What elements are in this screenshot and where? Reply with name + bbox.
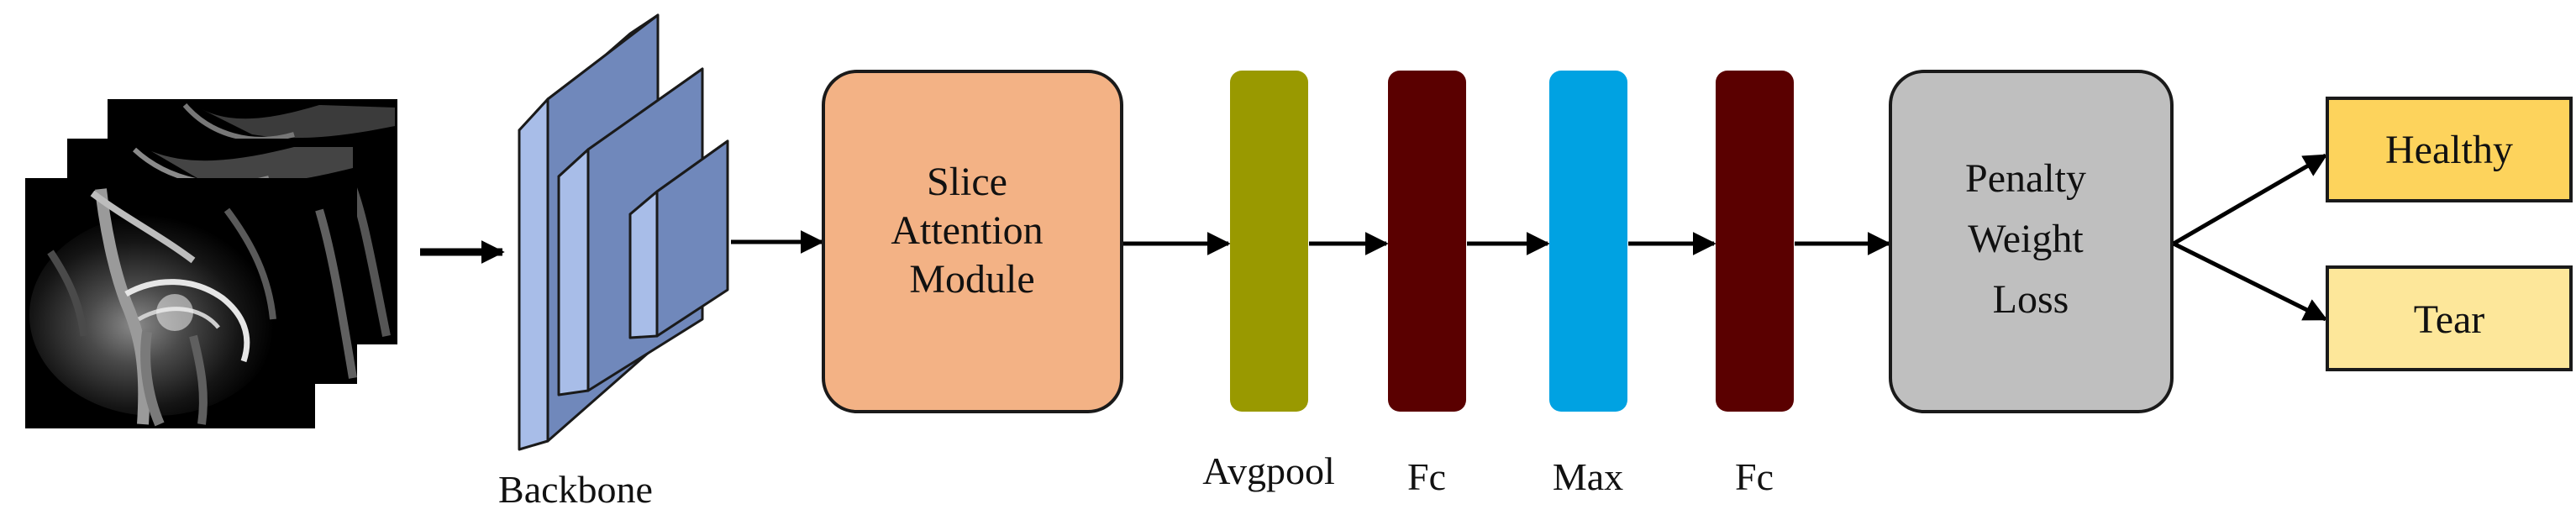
attention-label: Slice Attention Module bbox=[891, 160, 1053, 302]
tear-label: Tear bbox=[2414, 297, 2485, 342]
max-label: Max bbox=[1553, 455, 1623, 498]
penalty-weight-loss: Penalty Weight Loss bbox=[1889, 70, 2174, 413]
attention-label-line-3: Module bbox=[909, 257, 1034, 302]
layer-fc-2: Fc bbox=[1716, 71, 1794, 498]
layer-max: Max bbox=[1549, 71, 1627, 498]
tear-box bbox=[2326, 265, 2573, 371]
healthy-label: Healthy bbox=[2385, 128, 2513, 172]
backbone-layer-2-front bbox=[557, 148, 590, 397]
max-bar bbox=[1549, 71, 1627, 412]
attention-label-line-1: Slice bbox=[927, 160, 1007, 204]
fc-2-bar bbox=[1716, 71, 1794, 412]
arrow-loss-to-tear bbox=[2172, 241, 2328, 322]
avgpool-bar bbox=[1230, 71, 1308, 412]
loss-label: Penalty Weight Loss bbox=[1965, 156, 2096, 322]
loss-box bbox=[1889, 70, 2174, 413]
output-healthy: Healthy bbox=[2326, 97, 2573, 202]
backbone-layer-1-front bbox=[518, 97, 549, 451]
loss-label-line-2: Weight bbox=[1968, 217, 2084, 261]
backbone-layer-3-front bbox=[628, 190, 659, 339]
backbone-label: Backbone bbox=[498, 468, 653, 511]
loss-label-line-3: Loss bbox=[1993, 277, 2069, 322]
mri-slice-stack bbox=[25, 99, 397, 428]
fc-2-label: Fc bbox=[1735, 455, 1774, 498]
backbone-block bbox=[518, 13, 729, 451]
attention-box bbox=[822, 70, 1123, 413]
mri-slice-front bbox=[25, 178, 315, 428]
loss-label-line-1: Penalty bbox=[1965, 156, 2086, 201]
fc-1-label: Fc bbox=[1407, 455, 1446, 498]
healthy-box bbox=[2326, 97, 2573, 202]
layer-avgpool: Avgpool bbox=[1202, 71, 1335, 492]
avgpool-label: Avgpool bbox=[1202, 449, 1335, 492]
attention-label-line-2: Attention bbox=[891, 208, 1043, 253]
output-tear: Tear bbox=[2326, 265, 2573, 371]
layer-fc-1: Fc bbox=[1388, 71, 1466, 498]
arrow-loss-to-healthy bbox=[2172, 153, 2328, 246]
slice-attention-module: Slice Attention Module bbox=[822, 70, 1123, 413]
fc-1-bar bbox=[1388, 71, 1466, 412]
